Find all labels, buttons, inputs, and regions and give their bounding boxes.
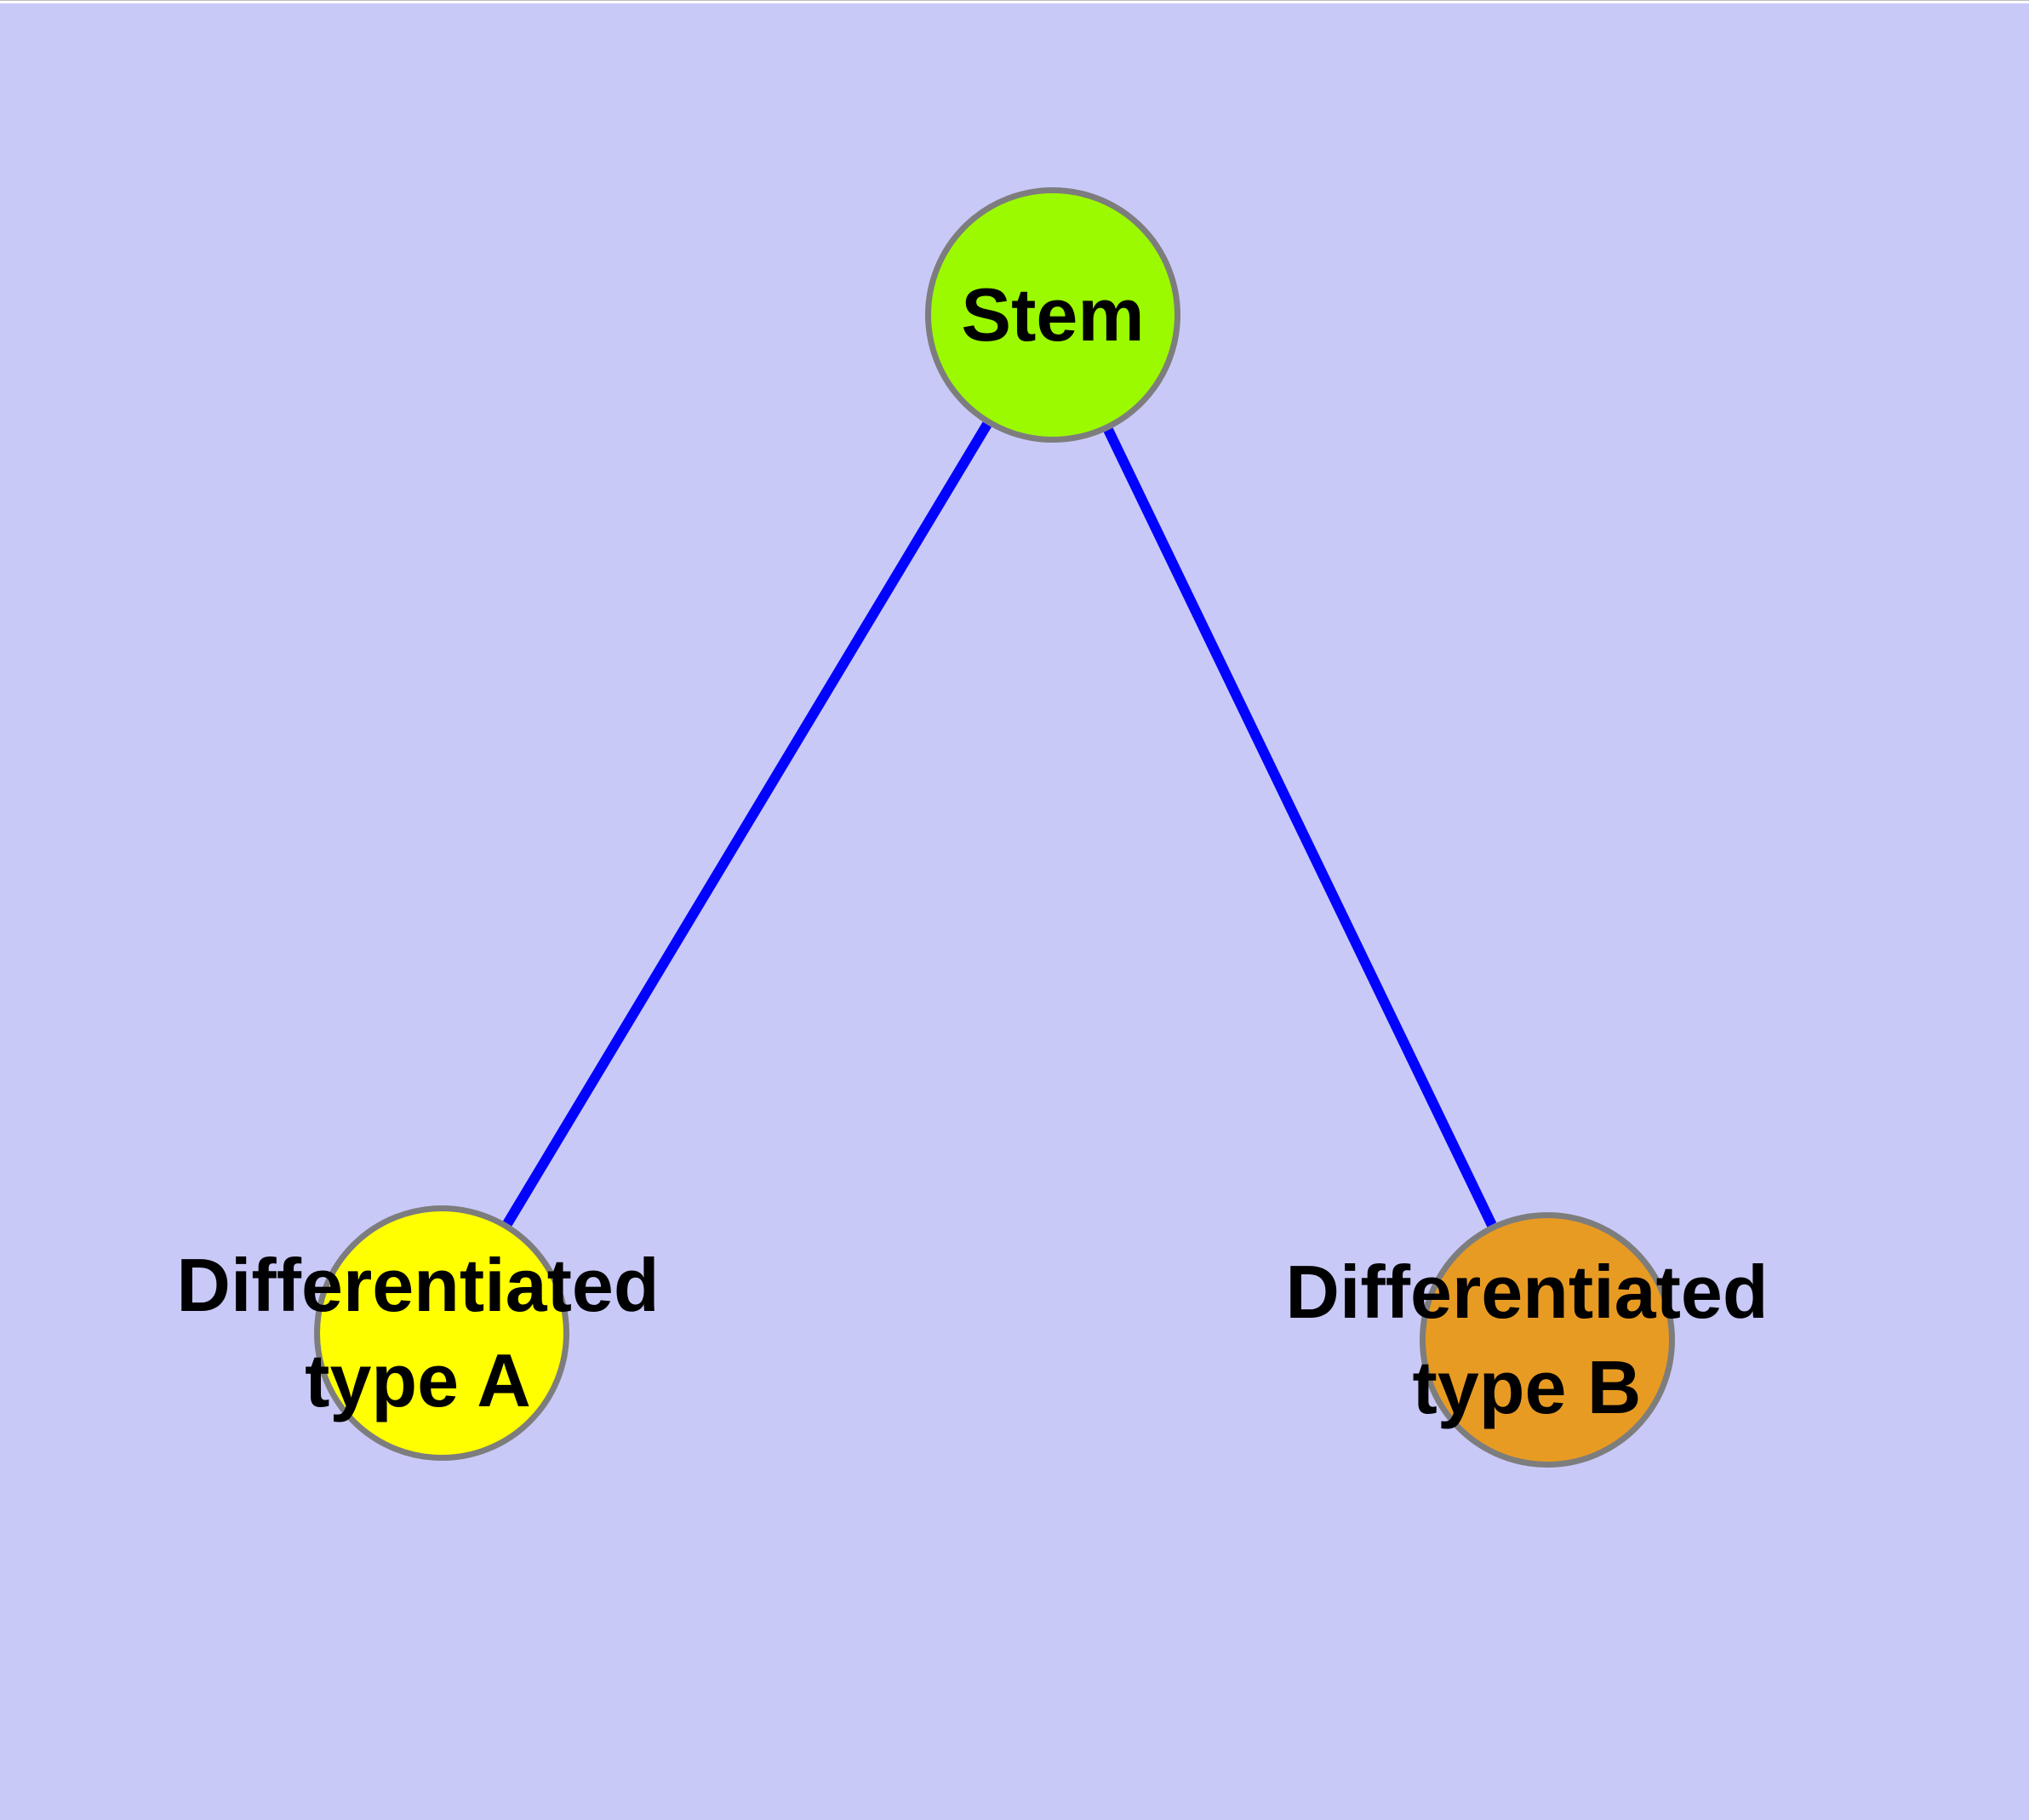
node-label-differentiated-type-a: Differentiated type A: [0, 1238, 843, 1428]
node-label-stem: Stem: [627, 267, 1478, 363]
edge-line: [1103, 427, 1497, 1228]
node-label-differentiated-type-b: Differentiated type B: [1101, 1245, 1952, 1435]
node-label-text: type B: [1412, 1345, 1642, 1429]
node-label-text: type A: [305, 1338, 531, 1422]
top-border-strip: [0, 0, 2029, 3]
node-label-text: Differentiated: [176, 1243, 660, 1327]
node-stem: [925, 187, 1180, 443]
node-label-text: Stem: [961, 272, 1145, 357]
node-differentiated-type-a: [314, 1205, 569, 1461]
node-differentiated-type-b: [1420, 1212, 1675, 1468]
edge-line: [503, 421, 992, 1227]
node-label-text: Differentiated: [1285, 1250, 1769, 1334]
